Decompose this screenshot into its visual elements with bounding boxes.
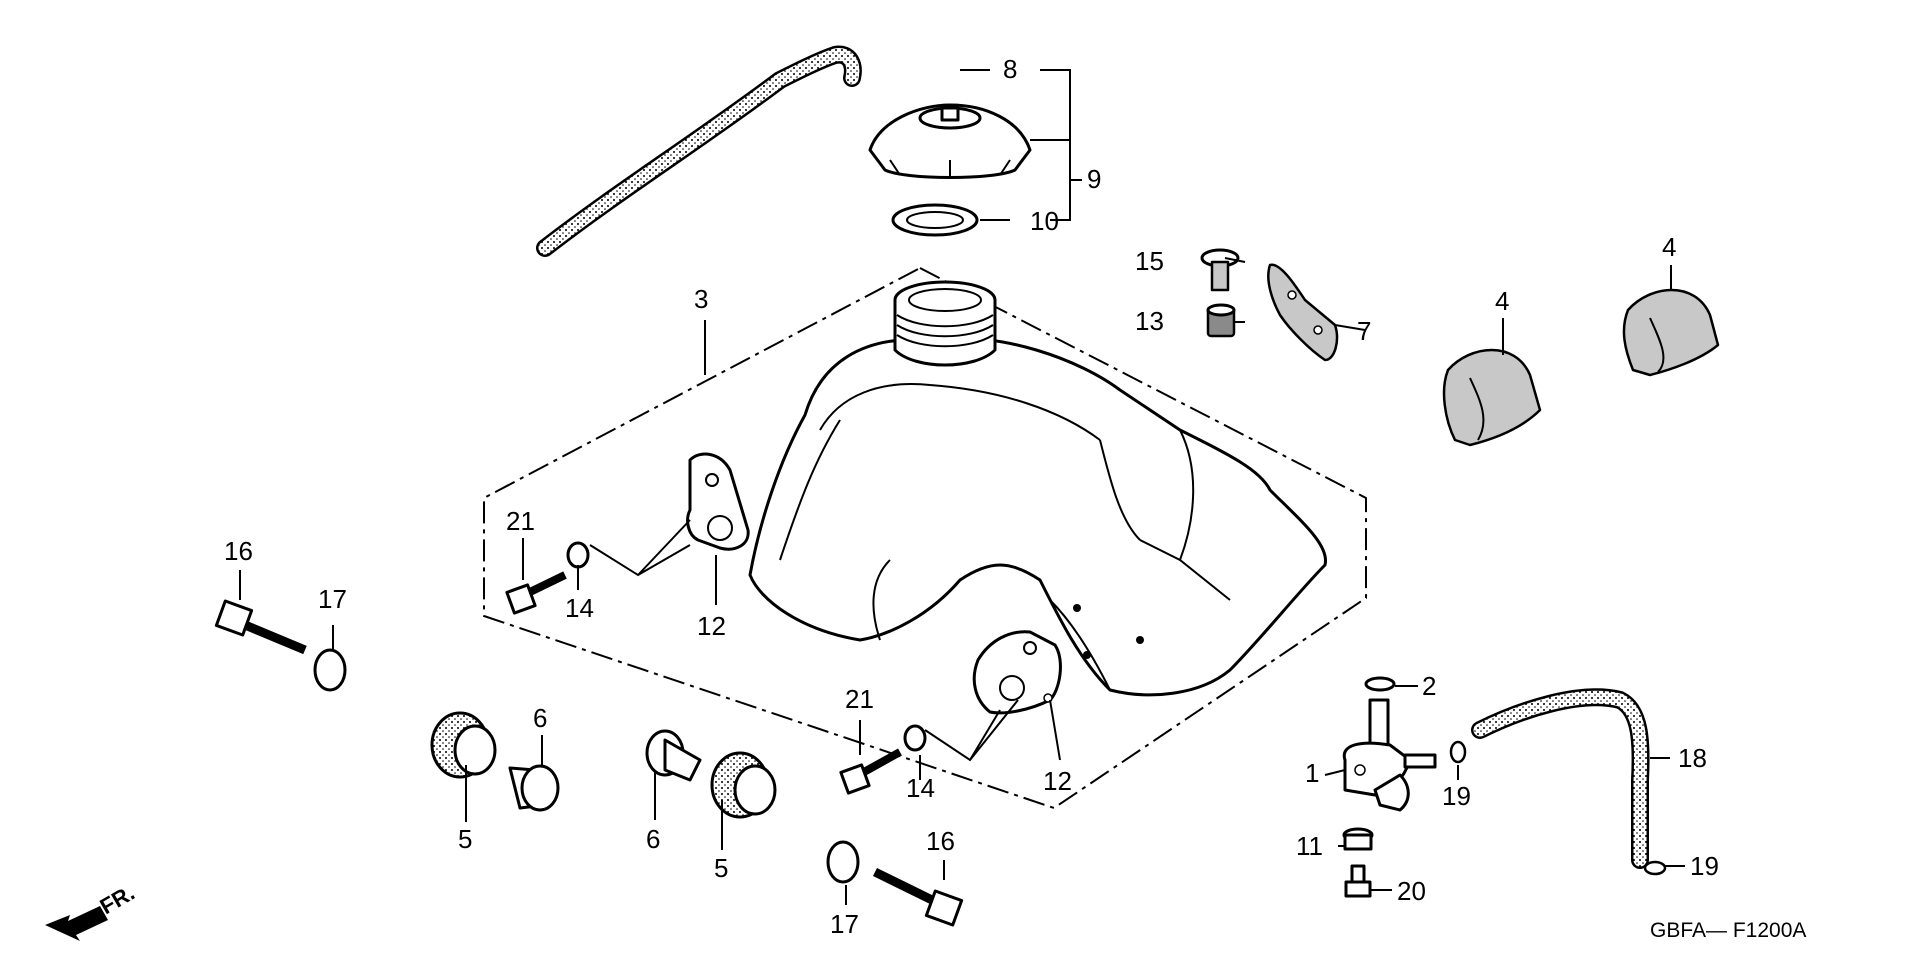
callout-11: 11	[1296, 831, 1323, 861]
tube-clip-19a	[1449, 740, 1467, 764]
bolt-15	[1200, 248, 1240, 292]
bracket-12b	[972, 630, 1062, 715]
damper-5b	[710, 751, 777, 819]
tube-clip-19b	[1643, 860, 1667, 876]
callout-20: 20	[1397, 876, 1426, 906]
washer-17b	[826, 840, 860, 884]
callout-14a: 14	[565, 593, 594, 623]
callout-4b: 4	[1662, 232, 1676, 262]
callout-6b: 6	[646, 824, 660, 854]
fuel-line-clip	[1267, 263, 1339, 362]
callout-10: 10	[1030, 206, 1059, 236]
callout-15: 15	[1135, 246, 1164, 276]
bolt-16b	[873, 867, 964, 927]
callout-4a: 4	[1495, 286, 1509, 316]
callout-7: 7	[1357, 316, 1371, 346]
callout-16a: 16	[224, 536, 253, 566]
callout-8: 8	[1003, 54, 1017, 84]
washer-14b	[903, 724, 927, 752]
filter-cup-11	[1342, 827, 1374, 851]
callout-19b-label: 19	[1690, 851, 1719, 881]
leader-lines	[239, 69, 1685, 905]
collar-6b	[645, 729, 702, 782]
fuel-tank	[748, 280, 1328, 697]
drain-bolt-20	[1344, 864, 1372, 898]
collar-6a	[508, 764, 560, 812]
bolt-16a	[214, 599, 307, 655]
callout-17b: 17	[830, 909, 859, 939]
figure-code: GBFA— F1200A	[1650, 919, 1806, 942]
callout-13: 13	[1135, 306, 1164, 336]
fuel-cap	[868, 103, 1032, 179]
callout-19a: 19	[1442, 781, 1471, 811]
callout-18: 18	[1678, 743, 1707, 773]
front-direction-arrow: FR.	[45, 880, 139, 941]
bolt-21b	[839, 748, 902, 795]
callout-16b: 16	[926, 826, 955, 856]
collar-13	[1206, 303, 1236, 338]
callout-21a: 21	[506, 506, 535, 536]
bolt-21a	[505, 571, 567, 615]
callout-17a: 17	[318, 584, 347, 614]
callout-21b: 21	[845, 684, 874, 714]
callout-12b: 12	[1043, 766, 1072, 796]
callout-12a: 12	[697, 611, 726, 641]
fuel-tube	[1471, 688, 1650, 869]
rubber-mount-4b	[1622, 288, 1720, 377]
callout-6a: 6	[533, 703, 547, 733]
washer-14a	[566, 541, 590, 569]
washer-17a	[313, 648, 347, 692]
rubber-mount-4a	[1442, 348, 1542, 447]
callout-5a: 5	[458, 824, 472, 854]
tank-assembly-outline	[483, 266, 1367, 810]
o-ring-2	[1364, 676, 1396, 692]
breather-tube	[536, 45, 862, 257]
callout-2: 2	[1422, 671, 1436, 701]
cap-gasket	[891, 203, 979, 237]
callout-5b: 5	[714, 853, 728, 883]
callout-9-label: 9	[1087, 164, 1101, 194]
fuel-valve	[1342, 698, 1437, 812]
damper-5a	[430, 711, 497, 779]
bracket-12a	[686, 452, 750, 551]
callout-14b: 14	[906, 773, 935, 803]
callout-1: 1	[1305, 758, 1319, 788]
callout-3: 3	[694, 284, 708, 314]
